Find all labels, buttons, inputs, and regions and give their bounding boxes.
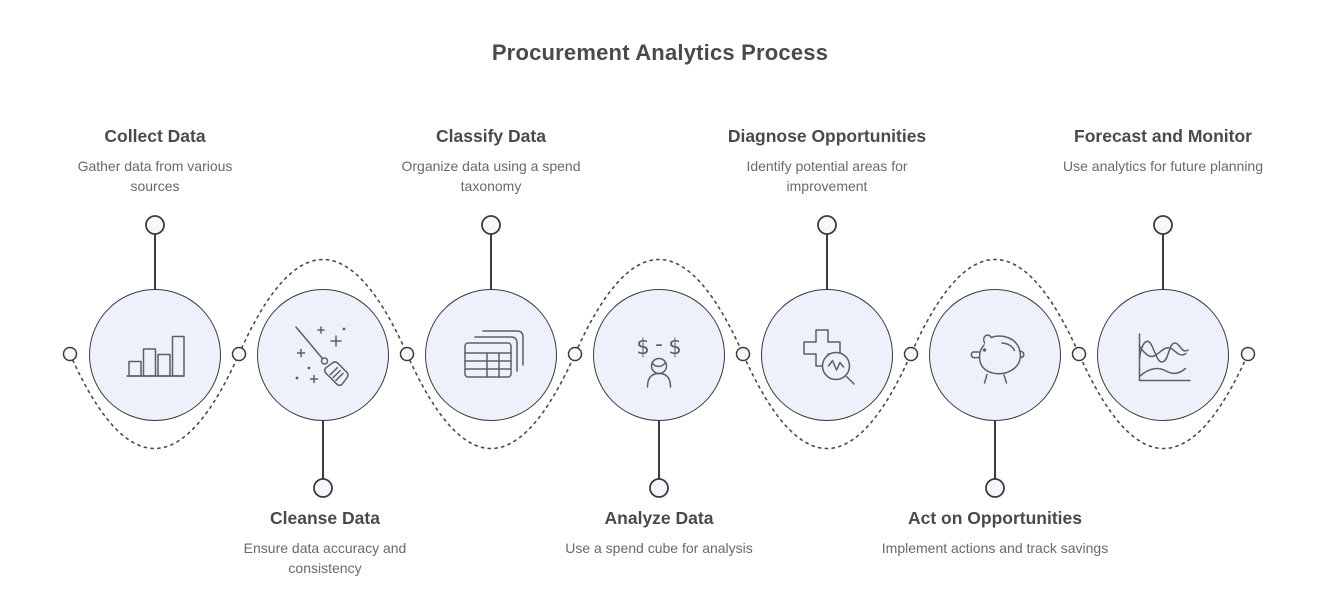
step-description: Use a spend cube for analysis <box>565 540 753 556</box>
dash-glyph: - <box>655 332 663 356</box>
wave-chart-icon <box>1138 333 1191 382</box>
step-description: Gather data from various sources <box>77 158 233 194</box>
step-heading: Cleanse Data <box>270 508 380 528</box>
node-act-on-opportunities <box>929 289 1061 421</box>
cross-magnifier-icon <box>803 329 855 385</box>
step-label-classify-data: Classify Data Organize data using a spen… <box>386 126 596 196</box>
node-collect-data <box>89 289 221 421</box>
node-forecast-and-monitor <box>1097 289 1229 421</box>
step-label-analyze-data: Analyze Data Use a spend cube for analys… <box>529 508 789 558</box>
weave-dots <box>62 346 1256 362</box>
step-heading: Collect Data <box>104 126 206 146</box>
page-title: Procurement Analytics Process <box>491 40 829 65</box>
step-description: Organize data using a spend taxonomy <box>401 158 581 194</box>
dollar-right-glyph: $ <box>668 335 681 359</box>
dollar-left-glyph: $ <box>636 335 649 359</box>
node-cleanse-data <box>257 289 389 421</box>
dotted-weave-path <box>69 258 1249 450</box>
stem-lines <box>154 225 1164 488</box>
step-label-forecast-and-monitor: Forecast and Monitor Use analytics for f… <box>1063 126 1263 176</box>
node-diagnose-opportunities <box>761 289 893 421</box>
step-heading: Forecast and Monitor <box>1074 126 1252 146</box>
stem-dots <box>145 215 1173 498</box>
step-description: Ensure data accuracy and consistency <box>243 540 407 576</box>
broom-icon <box>295 326 349 387</box>
node-classify-data <box>425 289 557 421</box>
step-description: Use analytics for future planning <box>1063 158 1263 174</box>
step-label-collect-data: Collect Data Gather data from various so… <box>55 126 255 196</box>
bar-chart-icon <box>126 335 185 377</box>
piggy-bank-icon <box>970 334 1025 384</box>
step-heading: Act on Opportunities <box>907 508 1083 528</box>
step-label-diagnose-opportunities: Diagnose Opportunities Identify potentia… <box>717 126 937 196</box>
stacked-tables-icon <box>464 330 524 378</box>
step-heading: Diagnose Opportunities <box>727 126 927 146</box>
step-description: Identify potential areas for improvement <box>746 158 908 194</box>
step-heading: Analyze Data <box>604 508 714 528</box>
node-analyze-data: $ - $ <box>593 289 725 421</box>
step-description: Implement actions and track savings <box>881 540 1109 556</box>
step-label-cleanse-data: Cleanse Data Ensure data accuracy and co… <box>210 508 440 578</box>
spend-person-icon: $ - $ <box>636 332 682 388</box>
step-label-act-on-opportunities: Act on Opportunities Implement actions a… <box>880 508 1110 558</box>
step-heading: Classify Data <box>436 126 546 146</box>
